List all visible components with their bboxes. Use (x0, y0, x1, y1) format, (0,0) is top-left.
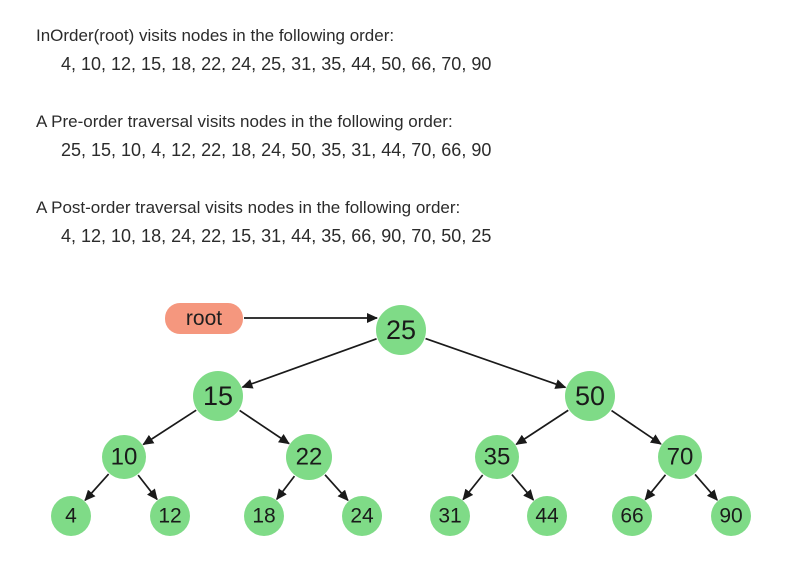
tree-edge-70-66 (644, 474, 667, 501)
node-label-90: 90 (719, 505, 742, 528)
traversal-block-postorder: A Post-order traversal visits nodes in t… (36, 194, 491, 250)
node-label-18: 18 (252, 505, 275, 528)
node-circle-35 (475, 435, 519, 479)
node-label-70: 70 (667, 444, 694, 471)
tree-node-24: 24 (342, 496, 382, 536)
tree-node-10: 10 (102, 435, 146, 479)
tree-edge-50-35 (515, 409, 569, 446)
tree-node-25: 25 (376, 305, 426, 355)
inorder-sequence: 4, 10, 12, 15, 18, 22, 24, 25, 31, 35, 4… (61, 54, 492, 74)
node-label-4: 4 (65, 505, 77, 528)
tree-edge-10-12 (137, 474, 158, 501)
tree-node-35: 35 (475, 435, 519, 479)
tree-edge-25-50 (425, 337, 567, 389)
postorder-sequence: 4, 12, 10, 18, 24, 22, 15, 31, 44, 35, 6… (61, 226, 492, 246)
node-circle-10 (102, 435, 146, 479)
tree-node-4: 4 (51, 496, 91, 536)
node-label-12: 12 (158, 505, 181, 528)
tree-node-90: 90 (711, 496, 751, 536)
tree-node-31: 31 (430, 496, 470, 536)
traversal-block-preorder: A Pre-order traversal visits nodes in th… (36, 108, 491, 164)
inorder-title: InOrder(root) visits nodes in the follow… (36, 26, 395, 45)
tree-edge-15-22 (239, 409, 290, 445)
node-circle-15 (193, 371, 243, 421)
tree-node-18: 18 (244, 496, 284, 536)
node-circle-50 (565, 371, 615, 421)
node-circle-18 (244, 496, 284, 536)
node-circle-44 (527, 496, 567, 536)
node-circle-31 (430, 496, 470, 536)
node-label-66: 66 (620, 505, 643, 528)
tree-node-50: 50 (565, 371, 615, 421)
node-circle-24 (342, 496, 382, 536)
tree-edge-70-90 (694, 473, 718, 501)
node-label-35: 35 (484, 444, 511, 471)
preorder-title: A Pre-order traversal visits nodes in th… (36, 112, 453, 131)
tree-edge-50-70 (611, 409, 662, 445)
root-pointer-label: root (186, 307, 222, 330)
tree-node-70: 70 (658, 435, 702, 479)
node-label-22: 22 (296, 444, 323, 471)
tree-node-66: 66 (612, 496, 652, 536)
node-circle-12 (150, 496, 190, 536)
traversal-descriptions: InOrder(root) visits nodes in the follow… (36, 22, 491, 280)
node-circle-70 (658, 435, 702, 479)
tree-edge-35-44 (511, 473, 535, 501)
postorder-title: A Post-order traversal visits nodes in t… (36, 198, 461, 217)
node-label-15: 15 (203, 381, 233, 411)
node-circle-4 (51, 496, 91, 536)
node-circle-90 (711, 496, 751, 536)
node-label-10: 10 (111, 444, 138, 471)
node-label-44: 44 (535, 505, 559, 528)
node-label-50: 50 (575, 381, 605, 411)
tree-edge-25-15 (241, 338, 377, 389)
tree-node-12: 12 (150, 496, 190, 536)
tree-edge-22-18 (276, 475, 296, 501)
node-label-31: 31 (438, 505, 461, 528)
node-label-24: 24 (350, 505, 374, 528)
tree-node-15: 15 (193, 371, 243, 421)
node-circle-22 (286, 434, 332, 480)
tree-edge-15-10 (142, 409, 197, 446)
tree-edge-35-31 (462, 474, 484, 501)
node-circle-66 (612, 496, 652, 536)
traversal-block-inorder: InOrder(root) visits nodes in the follow… (36, 22, 491, 78)
tree-node-44: 44 (527, 496, 567, 536)
tree-node-22: 22 (286, 434, 332, 480)
tree-edge-22-24 (324, 474, 349, 502)
root-pointer-pill (165, 303, 243, 334)
preorder-sequence: 25, 15, 10, 4, 12, 22, 18, 24, 50, 35, 3… (61, 140, 492, 160)
node-circle-25 (376, 305, 426, 355)
tree-edge-10-4 (84, 473, 110, 502)
node-label-25: 25 (386, 315, 416, 345)
